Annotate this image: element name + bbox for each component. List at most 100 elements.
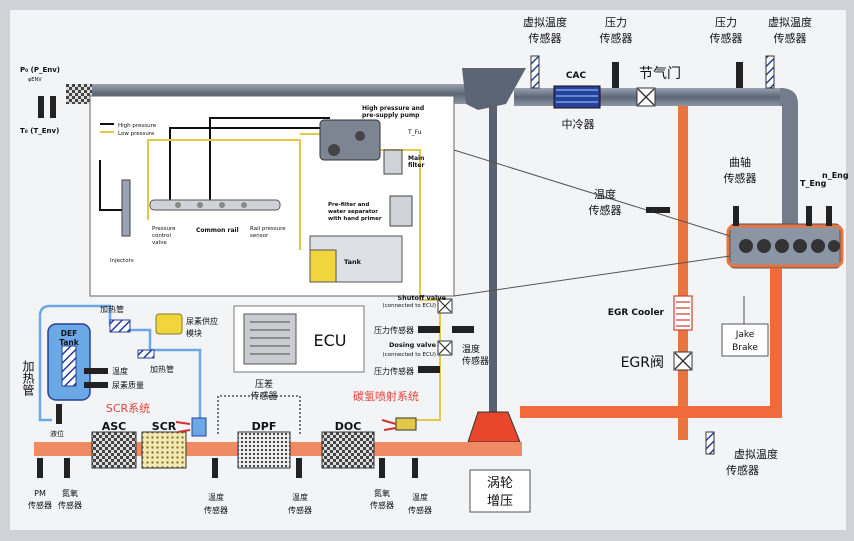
pcv-label-1: Pressure [152,226,176,232]
pm-label-2: 传感器 [28,500,52,510]
dosing-valve-label: Dosing valve [389,341,437,349]
ecu-label: ECU [314,331,347,350]
intake-sensors [38,55,775,118]
pressure-1-label-1: 压力 [605,16,627,29]
jake-label-1: Jake [735,330,755,340]
diff-pressure-label-2: 传感器 [250,390,277,402]
virt-temp-3-sensor [705,431,715,455]
hc-system-title: 碳氢喷射系统 [353,389,419,403]
urea-supply-label-2: 模块 [186,328,202,338]
temp-mid-sensor [646,207,670,213]
teng-label: T_Eng [800,179,827,188]
nox-2-label-1: 氮氧 [374,488,390,498]
temp-b2-sensor [296,458,302,478]
heating-pipe-mid-label: 加热管 [150,364,174,374]
nox-2-label-2: 传感器 [370,500,394,510]
pressure-1-label-2: 传感器 [600,32,633,45]
urea-quality-label: 尿素质量 [112,380,144,390]
pm-sensor [37,458,43,478]
p0-sub-label: φENV [28,77,42,83]
urea-supply-label-1: 尿素供应 [186,316,218,326]
t0-label: T₀ (T_Env) [20,127,59,135]
pressure-2-label-1: 压力 [715,16,737,29]
temp-b1-label-1: 温度 [208,492,224,502]
nox-sensor-1 [64,458,70,478]
fuel-system-inset: High pressure Low pressure Tank High pre… [89,95,455,421]
hc-dosing-column: Shutoff valve (connected to ECU) 压力传感器 D… [353,294,489,431]
temp-b1-sensor [212,458,218,478]
hp-pump-label-1: High pressure and [362,105,424,112]
neng-label: n_Eng [822,171,849,180]
egr-pipe [673,106,693,440]
nox-1-label-2: 传感器 [58,500,82,510]
diff-pressure-label-1: 压差 [255,378,273,390]
turbocharger: 涡轮 增压 [469,469,531,513]
virt-temp-3-label-2: 传感器 [726,464,759,477]
crank-label-2: 传感器 [724,172,757,185]
throttle-label: 节气门 [639,66,681,82]
egr-valve-label: EGR阀 [621,355,664,371]
dosing-sub-label: (connected to ECU) [383,352,436,358]
crank-label-1: 曲轴 [729,155,751,169]
neng-sensor [826,206,832,226]
temp-mid-label-2: 传感器 [589,204,622,217]
heating-pipe-top-label: 加热管 [100,304,124,314]
main-filter-label-1: Main [408,155,424,162]
doc-brick [321,431,375,469]
temp-b3-sensor [412,458,418,478]
pre-filter-label-3: with hand primer [328,216,382,222]
nox-1-label-1: 氮氧 [62,488,78,498]
teng-sensor [806,206,812,226]
def-tank-label-1: DEF [61,329,77,338]
pressure-2-label-2: 传感器 [710,32,743,45]
dpf-brick [237,431,291,469]
temp-b2-label-1: 温度 [292,492,308,502]
scr-system-title: SCR系统 [106,402,150,415]
turbo-label-2: 增压 [487,494,513,509]
hp-pump-label-2: pre-supply pump [362,112,420,119]
def-tank-label-2: Tank [59,338,80,347]
engine-block [726,223,844,269]
temp-b3-label-2: 传感器 [408,505,432,515]
connector-line-2 [453,255,731,297]
pcv-label-2: control [152,233,172,239]
pressure-sensor-b-label: 压力传感器 [374,366,414,376]
ecu-box: ECU [233,305,365,373]
main-filter-label-2: filter [408,162,424,169]
tfu-label: T_Fu [407,129,422,136]
shutoff-valve-label: Shutoff valve [397,294,446,302]
jake-brake: Jake Brake [721,296,769,357]
doc-label: DOC [335,420,362,433]
turbo-shaft [489,104,497,422]
legend-high: High pressure [118,123,157,129]
rail-sensor-label-1: Rail pressure [250,226,286,232]
nox-sensor-2 [379,458,385,478]
pre-filter-label-2: water separator [328,209,378,215]
asc-label: ASC [102,420,127,433]
virt-temp-1-label-1: 虚拟温度 [523,15,567,29]
temp-b3-label-1: 温度 [412,492,428,502]
temp-b1-label-2: 传感器 [204,505,228,515]
egr-cooler-label: EGR Cooler [608,308,665,318]
pcv-label-3: valve [152,240,167,246]
crank-sensor [733,206,739,226]
pressure-sensor-a-label: 压力传感器 [374,325,414,335]
tank-label: Tank [344,258,362,266]
injectors-label: Injectors [110,258,134,264]
level-label: 液位 [50,429,64,438]
intercooler-label: 中冷器 [562,118,595,131]
scr-system: DEF Tank 加热管 加热管 尿素供应 模块 温度 尿素质量 加热管 液位 … [21,304,218,438]
dpf-label: DPF [252,420,277,433]
temp-side-label-2: 传感器 [462,355,489,367]
asc-brick [91,431,137,469]
scr-brick [141,431,187,469]
virt-temp-2-label-1: 虚拟温度 [768,15,812,29]
virt-temp-3-label-1: 虚拟温度 [734,447,778,461]
p0-label: P₀ (P_Env) [20,66,60,74]
legend-low: Low pressure [118,131,155,137]
virt-temp-2-label-2: 传感器 [774,32,807,45]
tank-temp-label: 温度 [112,366,128,376]
cac-label: CAC [566,71,587,81]
